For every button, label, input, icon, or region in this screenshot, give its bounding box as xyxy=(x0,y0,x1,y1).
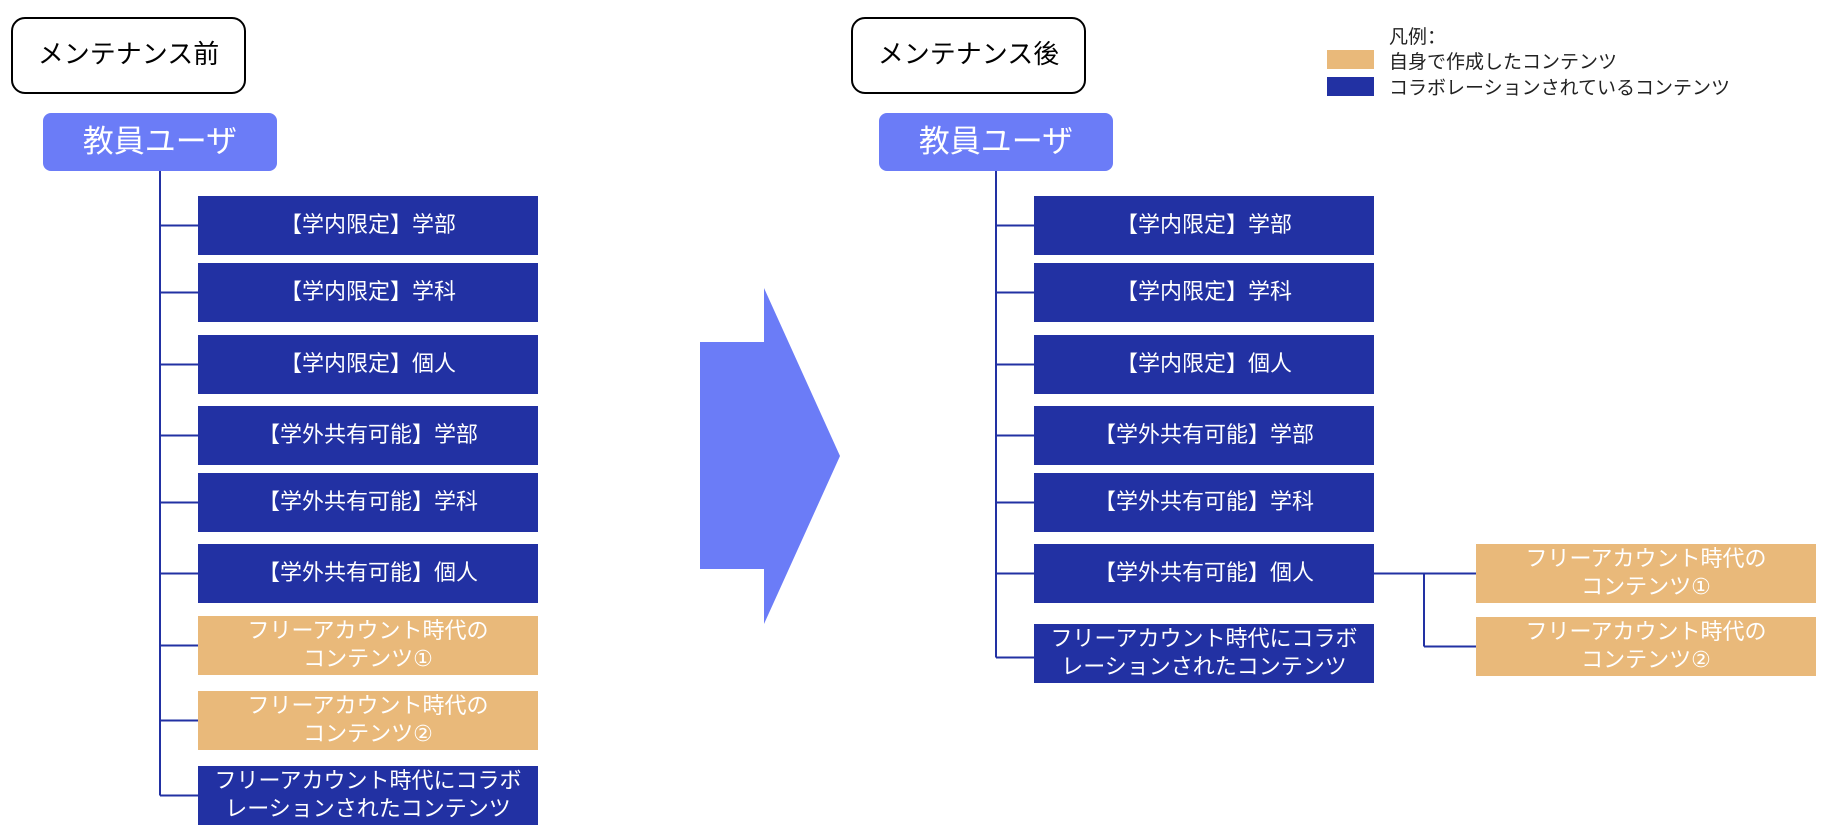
after-root-node: 教員ユーザ xyxy=(879,113,1113,171)
legend-title: 凡例： xyxy=(1389,26,1447,48)
after-sub-node-フリーアカウント時代の-コンテンツ②: フリーアカウント時代の コンテンツ② xyxy=(1476,617,1816,676)
legend-label-self: 自身で作成したコンテンツ xyxy=(1389,51,1618,73)
after-node-学外共有可能学部: 【学外共有可能】学部 xyxy=(1034,406,1374,465)
before-node-フリーアカウント時代の-コンテンツ①: フリーアカウント時代の コンテンツ① xyxy=(198,616,538,675)
legend-swatch-self xyxy=(1327,50,1374,69)
before-node-学外共有可能個人: 【学外共有可能】個人 xyxy=(198,544,538,603)
before-node-フリーアカウント時代の-コンテンツ②: フリーアカウント時代の コンテンツ② xyxy=(198,691,538,750)
before-node-学外共有可能学部: 【学外共有可能】学部 xyxy=(198,406,538,465)
transition-arrow-icon xyxy=(700,288,840,624)
legend-swatch-collab xyxy=(1327,77,1374,96)
before-node-学内限定学科: 【学内限定】学科 xyxy=(198,263,538,322)
legend-label-collab: コラボレーションされているコンテンツ xyxy=(1389,77,1731,99)
before-title: メンテナンス前 xyxy=(11,17,246,94)
after-sub-node-フリーアカウント時代の-コンテンツ①: フリーアカウント時代の コンテンツ① xyxy=(1476,544,1816,603)
after-node-学外共有可能個人: 【学外共有可能】個人 xyxy=(1034,544,1374,603)
before-node-フリーアカウント時代にコラボ-レーションされたコンテンツ: フリーアカウント時代にコラボ レーションされたコンテンツ xyxy=(198,766,538,825)
after-title: メンテナンス後 xyxy=(851,17,1086,94)
before-node-学外共有可能学科: 【学外共有可能】学科 xyxy=(198,473,538,532)
after-node-フリーアカウント時代にコラボ-レーションされたコンテンツ: フリーアカウント時代にコラボ レーションされたコンテンツ xyxy=(1034,624,1374,683)
after-node-学内限定学科: 【学内限定】学科 xyxy=(1034,263,1374,322)
after-node-学外共有可能学科: 【学外共有可能】学科 xyxy=(1034,473,1374,532)
after-node-学内限定学部: 【学内限定】学部 xyxy=(1034,196,1374,255)
before-node-学内限定学部: 【学内限定】学部 xyxy=(198,196,538,255)
before-root-node: 教員ユーザ xyxy=(43,113,277,171)
before-node-学内限定個人: 【学内限定】個人 xyxy=(198,335,538,394)
after-node-学内限定個人: 【学内限定】個人 xyxy=(1034,335,1374,394)
